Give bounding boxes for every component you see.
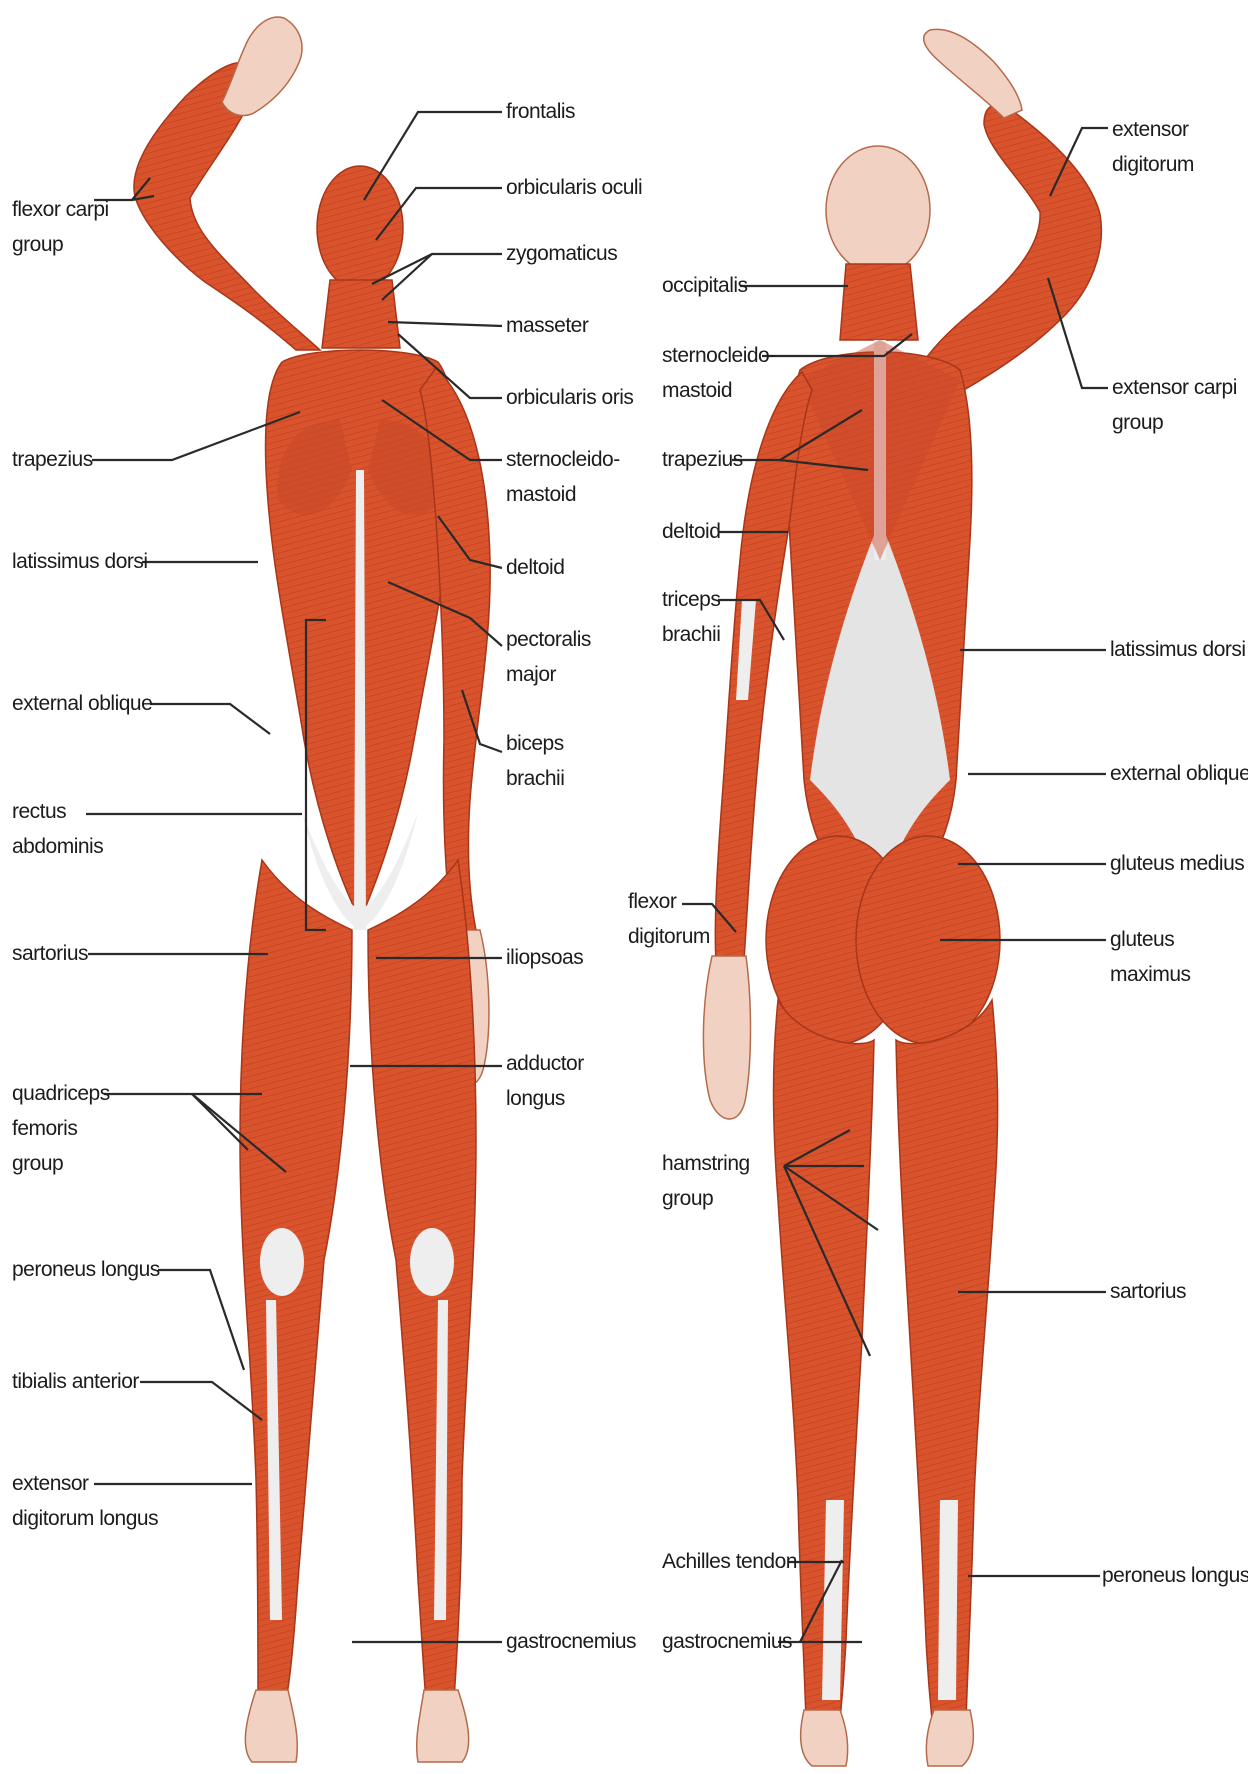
anterior-linea-alba xyxy=(354,470,366,930)
label-frontalis: frontalis xyxy=(506,94,575,129)
posterior-raised-hand xyxy=(924,29,1022,118)
anterior-foot-left xyxy=(417,1690,469,1762)
anterior-knee-right xyxy=(260,1228,304,1296)
posterior-lowered-hand xyxy=(703,956,750,1119)
anterior-head xyxy=(317,166,403,290)
anterior-figure xyxy=(134,17,490,1762)
label-occipitalis: occipitalis xyxy=(662,268,748,303)
label-gastrocnemius-posterior: gastrocnemius xyxy=(662,1624,792,1659)
label-orbicularis-oris: orbicularis oris xyxy=(506,380,633,415)
label-deltoid-anterior: deltoid xyxy=(506,550,564,585)
leader-external-oblique-anterior xyxy=(150,704,270,734)
anterior-neck xyxy=(322,280,400,348)
label-sartorius-posterior: sartorius xyxy=(1110,1274,1186,1309)
posterior-head xyxy=(826,146,930,274)
label-peroneus-longus-anterior: peroneus longus xyxy=(12,1252,160,1287)
label-masseter: masseter xyxy=(506,308,588,343)
anterior-foot-right xyxy=(245,1690,297,1762)
label-external-oblique-anterior: external oblique xyxy=(12,686,152,721)
label-tibialis-anterior: tibialis anterior xyxy=(12,1364,139,1399)
label-sternocleidomastoid-posterior: sternocleido-mastoid xyxy=(662,338,776,408)
label-achilles-tendon: Achilles tendon xyxy=(662,1544,797,1579)
posterior-leg-left xyxy=(774,1000,875,1720)
label-trapezius-anterior: trapezius xyxy=(12,442,93,477)
label-external-oblique-posterior: external oblique xyxy=(1110,756,1248,791)
anterior-knee-left xyxy=(410,1228,454,1296)
label-gluteus-medius: gluteus medius xyxy=(1110,846,1244,881)
label-gastrocnemius-anterior: gastrocnemius xyxy=(506,1624,636,1659)
label-peroneus-longus-posterior: peroneus longus xyxy=(1102,1558,1248,1593)
posterior-foot-left xyxy=(801,1710,848,1766)
posterior-achilles-right xyxy=(938,1500,958,1700)
posterior-raised-arm xyxy=(918,105,1101,400)
label-latissimus-dorsi-posterior: latissimus dorsi xyxy=(1110,632,1246,667)
label-latissimus-dorsi-anterior: latissimus dorsi xyxy=(12,544,148,579)
label-sternocleidomastoid-anterior: sternocleido-mastoid xyxy=(506,442,620,512)
posterior-neck xyxy=(840,264,918,340)
label-deltoid-posterior: deltoid xyxy=(662,514,720,549)
leader-tibialis-anterior xyxy=(140,1382,262,1420)
label-zygomaticus: zygomaticus xyxy=(506,236,617,271)
label-iliopsoas: iliopsoas xyxy=(506,940,583,975)
label-orbicularis-oculi: orbicularis oculi xyxy=(506,170,642,205)
posterior-figure xyxy=(703,29,1101,1766)
posterior-foot-right xyxy=(926,1710,973,1766)
leader-masseter xyxy=(388,322,502,326)
leader-peroneus-anterior xyxy=(158,1270,244,1370)
label-trapezius-posterior: trapezius xyxy=(662,442,743,477)
label-sartorius-anterior: sartorius xyxy=(12,936,88,971)
